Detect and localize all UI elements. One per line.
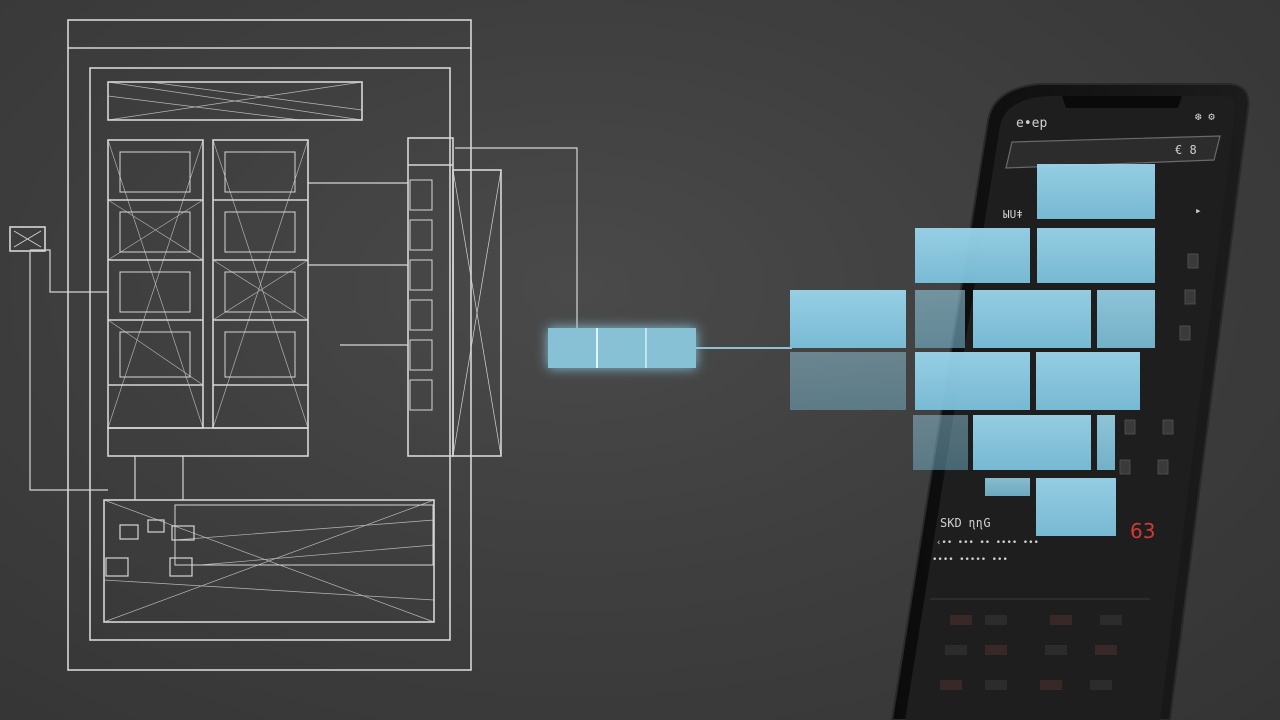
wireframe-bottom-panel [103, 499, 435, 623]
ui-block [915, 352, 1030, 410]
ui-block [1036, 352, 1140, 410]
ui-block [985, 478, 1030, 496]
wireframe-connectors [29, 147, 578, 500]
phone-card-title: SKD ɳɳG [940, 516, 991, 530]
wireframe-blueprint [9, 19, 578, 671]
data-flow-beam [340, 328, 792, 368]
phone-section-icon: ▸ [1195, 204, 1202, 217]
ui-block [1097, 290, 1155, 348]
ui-block [1037, 228, 1155, 283]
ui-block [1037, 164, 1155, 219]
ui-block [1097, 415, 1115, 470]
wireframe-inner-frame [89, 67, 451, 641]
ui-block [915, 228, 1030, 283]
phone-card-value: 63 [1130, 519, 1155, 543]
wireframe-side-panel [407, 137, 502, 457]
wireframe-grid-right [212, 139, 309, 429]
phone-header-logo: e•ep [1016, 116, 1047, 131]
phone-list-icons [1119, 253, 1199, 475]
phone-card-line-1: ‹•• ••• •• •••• ••• [936, 538, 1039, 548]
wireframe-header-bar [107, 81, 363, 121]
ui-block [1036, 478, 1116, 536]
phone-search-value: € 8 [1175, 143, 1197, 157]
ui-block [973, 415, 1091, 470]
phone-status-icons: ❆ ⚙ [1195, 110, 1215, 123]
wireframe-header-hatching [107, 81, 363, 121]
phone-bottom-grid [930, 598, 1150, 690]
ui-block [915, 290, 965, 348]
beam-capsule [548, 328, 696, 368]
wireframe-outer-frame [67, 19, 472, 671]
phone-search-bar [1005, 135, 1221, 169]
floating-ui-blocks [790, 164, 1155, 536]
phone-section-label: ЫUǂ [1003, 208, 1023, 221]
ui-block [973, 290, 1091, 348]
ui-block [790, 290, 906, 348]
phone-notch [1062, 96, 1182, 108]
phone-card-line-2: •••• ••••• ••• [932, 555, 1008, 565]
wireframe-column-base [107, 427, 309, 457]
wireframe-grid-left [107, 139, 204, 429]
ui-block-shadow [913, 415, 968, 470]
ui-block-shadow [790, 352, 906, 410]
wireframe-side-icon [9, 226, 46, 252]
